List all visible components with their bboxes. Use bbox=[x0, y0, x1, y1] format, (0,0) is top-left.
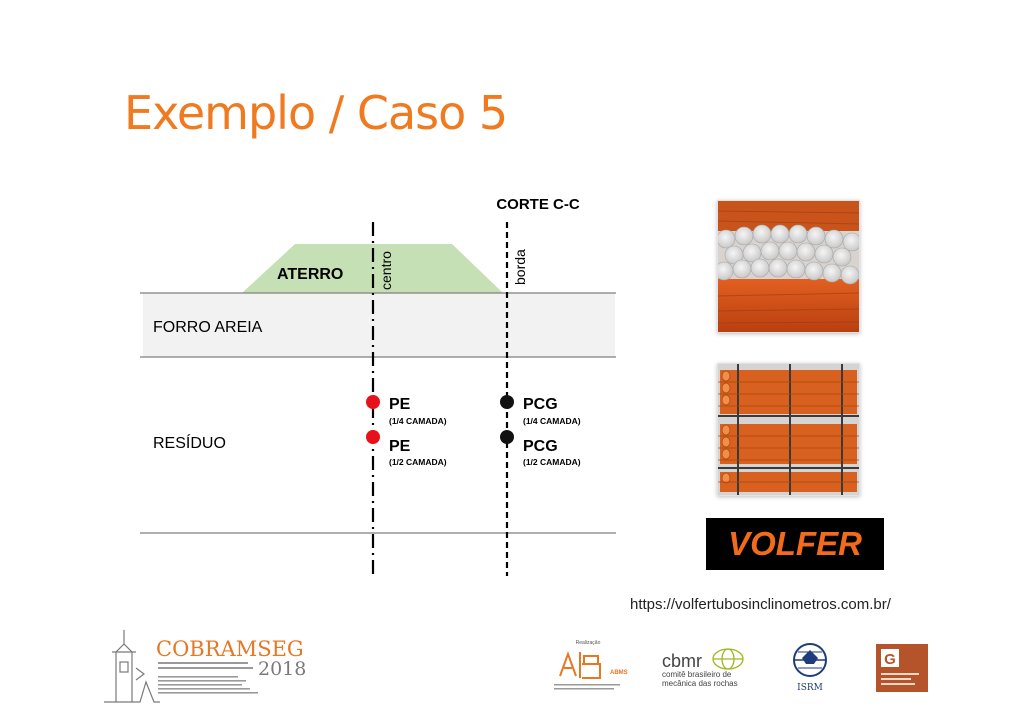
rack-pipes bbox=[720, 370, 857, 492]
instrument-marker bbox=[366, 430, 380, 444]
instrument-pcg-quarter: PCG (1/4 CAMADA) bbox=[500, 395, 581, 426]
instrument-depth: (1/2 CAMADA) bbox=[389, 457, 447, 467]
cbmr-line-2: mecânica das rochas bbox=[662, 679, 738, 687]
page-title: Exemplo / Caso 5 bbox=[124, 86, 508, 140]
center-axis-label: centro bbox=[378, 251, 394, 290]
sand-layer-band bbox=[143, 293, 615, 357]
instrument-marker bbox=[500, 395, 514, 409]
volfer-logo-text: VOLFER bbox=[728, 525, 862, 562]
pipe-rack-photo bbox=[717, 363, 860, 496]
source-url[interactable]: https://volfertubosinclinometros.com.br/ bbox=[630, 596, 891, 613]
section-title: CORTE C-C bbox=[496, 196, 579, 213]
volfer-logo: VOLFER bbox=[706, 518, 884, 570]
residue-layer-label: RESÍDUO bbox=[153, 433, 226, 452]
abms-logo: Realização ABMS bbox=[554, 640, 628, 690]
instrument-pe-half: PE (1/2 CAMADA) bbox=[366, 430, 447, 467]
instrument-name: PCG bbox=[523, 396, 558, 413]
cobramseg-fine-print bbox=[158, 662, 258, 694]
spg-logo: G bbox=[876, 644, 928, 692]
pipe-ends bbox=[721, 370, 731, 484]
instrument-name: PE bbox=[389, 396, 411, 413]
cobramseg-name: COBRAMSEG bbox=[156, 637, 304, 661]
abms-heading: Realização bbox=[576, 640, 601, 646]
instrument-marker bbox=[500, 430, 514, 444]
globe-icon bbox=[712, 648, 744, 670]
pipe-stack-bottom bbox=[718, 279, 859, 332]
pipe-stack-top bbox=[718, 201, 859, 231]
spg-fine-print bbox=[881, 673, 919, 685]
isrm-logo: ISRM bbox=[793, 643, 827, 693]
pipe-caps bbox=[718, 224, 859, 285]
pipe-bundle-photo bbox=[717, 200, 860, 333]
instrument-name: PCG bbox=[523, 438, 558, 455]
lighthouse-icon bbox=[104, 630, 160, 703]
instrument-name: PE bbox=[389, 438, 411, 455]
instrument-marker bbox=[366, 395, 380, 409]
instrument-depth: (1/2 CAMADA) bbox=[523, 457, 581, 467]
isrm-globe-icon bbox=[793, 643, 827, 677]
spg-mark: G bbox=[884, 651, 896, 668]
instrument-depth: (1/4 CAMADA) bbox=[389, 416, 447, 426]
cobramseg-year: 2018 bbox=[258, 658, 306, 680]
spg-mark-box bbox=[881, 649, 899, 667]
instrument-pe-quarter: PE (1/4 CAMADA) bbox=[366, 395, 447, 426]
cbmr-line-1: comitê brasileiro de bbox=[662, 670, 732, 679]
cbmr-logo: cbmr comitê brasileiro de mecânica das r… bbox=[662, 648, 744, 687]
edge-axis-label: borda bbox=[512, 249, 528, 285]
abms-mark-text: ABMS bbox=[610, 670, 628, 676]
instrument-depth: (1/4 CAMADA) bbox=[523, 416, 581, 426]
pipe-shading-lines bbox=[718, 210, 859, 324]
abms-fine-print bbox=[554, 684, 620, 690]
pipe-shading-lines bbox=[718, 381, 859, 483]
instrument-pcg-half: PCG (1/2 CAMADA) bbox=[500, 430, 581, 467]
rack-frame bbox=[718, 364, 859, 495]
sand-layer-label: FORRO AREIA bbox=[153, 319, 263, 336]
fill-label: ATERRO bbox=[277, 266, 343, 283]
cbmr-mark: cbmr bbox=[662, 651, 702, 671]
isrm-mark: ISRM bbox=[797, 683, 823, 693]
abms-mark-icon bbox=[559, 651, 601, 679]
cross-section-diagram: CORTE C-C ATERRO FORRO AREIA RESÍDUO cen… bbox=[140, 196, 616, 576]
cobramseg-logo: COBRAMSEG 2018 bbox=[104, 630, 306, 703]
